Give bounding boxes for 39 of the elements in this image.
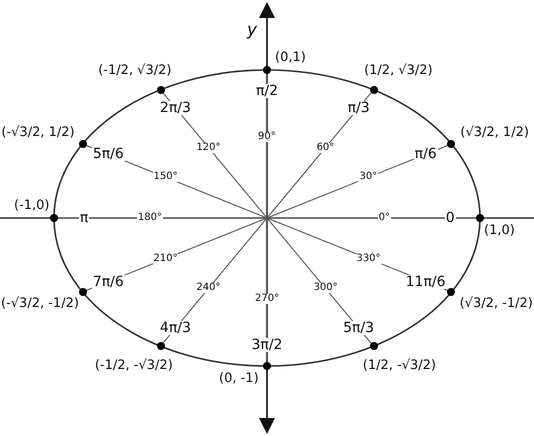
radian-label: 2π/3 [158,100,192,115]
degree-label: 90° [257,132,277,142]
coordinate-label: (-1/2, √3/2) [98,64,172,77]
radian-label: 3π/2 [250,338,284,352]
axis-label: y [247,22,258,38]
degree-label: 270° [254,294,280,304]
degree-label: 180° [136,213,163,223]
coordinate-label: (-√3/2, -1/2) [1,296,79,310]
radian-label: π/3 [346,100,371,115]
radian-label: π [78,211,90,225]
coordinate-label: (-1/2, -√3/2) [94,359,173,372]
radian-label: 11π/6 [404,274,447,289]
degree-label: 330° [355,254,382,264]
coordinate-label: (1/2, -√3/2) [362,359,436,372]
degree-label: 30° [358,172,378,182]
coordinate-label: (0,1) [275,51,306,64]
radian-label: 7π/6 [92,274,125,289]
radian-label: 5π/3 [342,321,376,336]
radian-label: π/2 [255,84,280,98]
radian-label: 5π/6 [92,147,125,162]
coordinate-label: (1,0) [484,224,515,237]
degree-label: 210° [152,254,179,264]
coordinate-label: (-1,0) [14,199,50,212]
radian-label: 0 [444,211,456,225]
coordinate-label: (-√3/2, 1/2) [1,126,75,140]
degree-label: 150° [152,172,179,182]
degree-label: 60° [316,142,336,152]
radian-label: π/6 [414,147,438,162]
radius-line [266,92,372,218]
degree-label: 300° [312,283,339,294]
radian-label: 4π/3 [158,321,192,336]
coordinate-label: (0, -1) [219,372,259,385]
coordinate-label: (1/2, √3/2) [364,64,433,77]
coordinate-label: (√3/2, -1/2) [460,296,533,310]
degree-label: 240° [195,283,222,294]
degree-label: 120° [195,142,222,152]
degree-label: 0° [378,213,392,223]
coordinate-label: (√3/2, 1/2) [460,126,529,140]
radius-line [266,74,268,218]
